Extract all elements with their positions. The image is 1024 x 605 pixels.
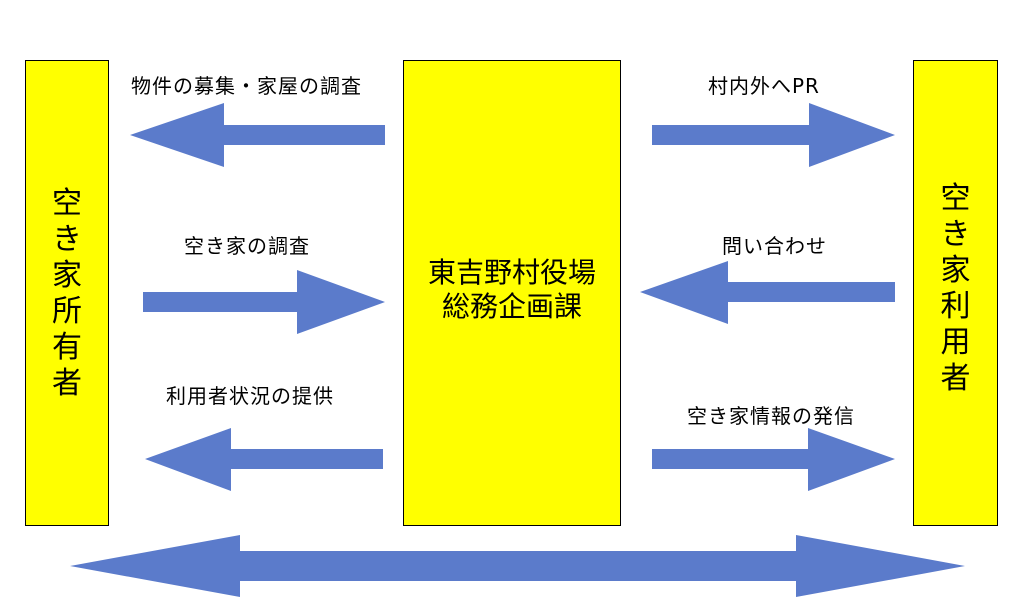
top-left-arrow	[130, 103, 385, 167]
owner-box: 空き家所有者	[25, 60, 109, 526]
village-office-label: 東吉野村役場 総務企画課	[404, 256, 620, 323]
village-office-box: 東吉野村役場 総務企画課	[403, 60, 621, 526]
label-vacant-house-survey: 空き家の調査	[184, 234, 310, 258]
vertical-char: 用	[940, 325, 971, 360]
label-info-dissemination: 空き家情報の発信	[687, 404, 855, 428]
bottom-right-arrow	[652, 428, 895, 491]
vertical-char: き	[52, 222, 82, 257]
mid-left-arrow	[143, 270, 385, 334]
label-inquiry: 問い合わせ	[722, 234, 827, 258]
village-office-name: 東吉野村役場	[427, 256, 596, 289]
top-right-arrow	[652, 103, 895, 167]
vertical-char: 家	[940, 253, 971, 288]
label-pr: 村内外へPR	[708, 74, 820, 98]
user-box: 空き家利用者	[913, 60, 998, 526]
vertical-char: 空	[52, 186, 82, 221]
vertical-char: 者	[940, 361, 971, 396]
label-property-recruitment: 物件の募集・家屋の調査	[131, 74, 362, 98]
bottom-double-arrow	[70, 535, 965, 597]
owner-box-label: 空き家所有者	[26, 186, 108, 402]
village-office-department: 総務企画課	[441, 289, 582, 323]
label-user-status: 利用者状況の提供	[166, 384, 334, 408]
vertical-char: 空	[940, 181, 971, 216]
vertical-char: 者	[52, 366, 82, 401]
vertical-char: き	[940, 217, 971, 252]
vertical-char: 利	[940, 289, 971, 324]
mid-right-arrow	[640, 261, 895, 324]
bottom-left-arrow	[145, 428, 383, 491]
vertical-char: 有	[52, 330, 82, 365]
vertical-char: 所	[52, 294, 82, 329]
user-box-label: 空き家利用者	[914, 181, 997, 397]
vertical-char: 家	[52, 258, 82, 293]
